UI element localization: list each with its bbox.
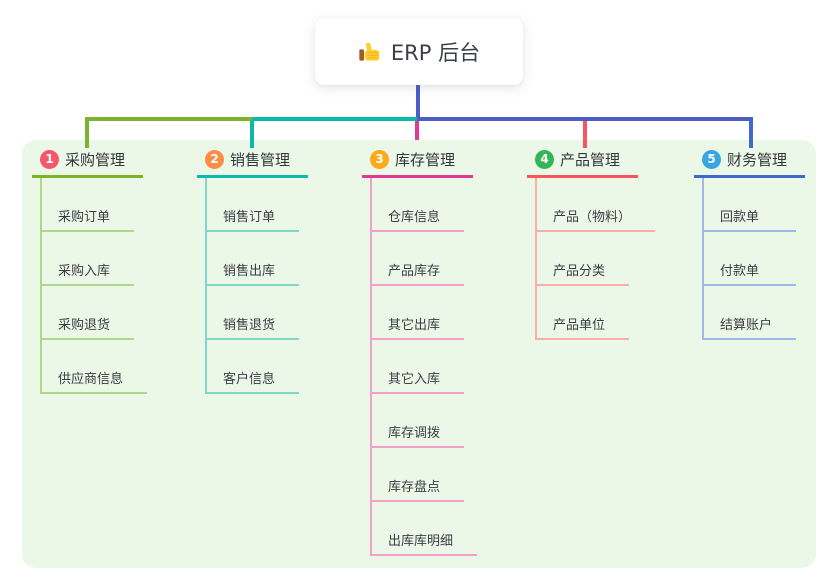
child-node-label: 出库库明细 [388, 533, 454, 549]
child-node-label: 销售订单 [223, 209, 276, 225]
branch-children: 产品（物料） 产品分类产品单位 [535, 177, 656, 340]
branch-5: 5 财务管理回款单付款单结算账户 [694, 148, 806, 340]
child-node-label: 客户信息 [223, 371, 276, 387]
child-node[interactable]: 销售退货 [205, 286, 300, 340]
branch-4: 4 产品管理产品（物料） 产品分类产品单位 [527, 148, 656, 340]
child-node[interactable]: 仓库信息 [370, 178, 465, 232]
branch-title: 库存管理 [395, 150, 456, 169]
root-node[interactable]: ERP 后台 [315, 18, 523, 85]
branch-number-badge: 3 [370, 149, 389, 169]
branch-title: 财务管理 [727, 150, 788, 169]
child-node-label: 采购订单 [58, 209, 111, 225]
branch-children: 采购订单采购入库采购退货供应商信息 [40, 177, 148, 394]
thumbs-up-icon [358, 40, 382, 64]
branch-number-badge: 4 [535, 149, 554, 169]
branch-3: 3 库存管理仓库信息产品库存其它出库其它入库库存调拨库存盘点出库库明细 [362, 148, 478, 556]
children-connector-line [40, 177, 42, 394]
branch-title: 产品管理 [560, 150, 621, 169]
child-node-label: 付款单 [720, 263, 760, 279]
child-node-label: 采购退货 [58, 317, 111, 333]
child-node-label: 回款单 [720, 209, 760, 225]
child-node-label: 库存盘点 [388, 479, 441, 495]
child-node[interactable]: 销售出库 [205, 232, 300, 286]
branch-drop-line-2 [250, 119, 254, 148]
child-node[interactable]: 供应商信息 [40, 340, 148, 394]
child-node-label: 供应商信息 [58, 371, 124, 387]
child-node[interactable]: 结算账户 [702, 286, 797, 340]
child-node-label: 库存调拨 [388, 425, 441, 441]
child-node[interactable]: 采购订单 [40, 178, 135, 232]
child-node-label: 产品分类 [553, 263, 606, 279]
child-node-label: 产品库存 [388, 263, 441, 279]
root-connector-line [416, 85, 420, 119]
child-node[interactable]: 出库库明细 [370, 502, 478, 556]
child-node[interactable]: 其它入库 [370, 340, 465, 394]
branches-panel [22, 140, 816, 568]
branch-title: 采购管理 [65, 150, 126, 169]
branch-children: 仓库信息产品库存其它出库其它入库库存调拨库存盘点出库库明细 [370, 177, 478, 556]
children-connector-line [702, 177, 704, 340]
root-title: ERP 后台 [390, 40, 481, 65]
child-node-label: 产品单位 [553, 317, 606, 333]
branch-node-1[interactable]: 1 采购管理 [32, 149, 144, 178]
branch-drop-line-1 [85, 119, 89, 148]
child-node-label: 结算账户 [720, 317, 773, 333]
child-node[interactable]: 产品库存 [370, 232, 465, 286]
branch-node-5[interactable]: 5 财务管理 [694, 149, 806, 178]
child-node[interactable]: 库存盘点 [370, 448, 465, 502]
child-node[interactable]: 回款单 [702, 178, 796, 232]
child-node[interactable]: 产品（物料） [535, 178, 656, 232]
bus-line-segment-1 [85, 117, 252, 121]
child-node[interactable]: 库存调拨 [370, 394, 465, 448]
child-node[interactable]: 产品分类 [535, 232, 630, 286]
child-node[interactable]: 采购入库 [40, 232, 135, 286]
bus-line-segment-2 [252, 117, 417, 121]
branch-children: 销售订单销售出库销售退货客户信息 [205, 177, 308, 394]
branch-drop-line-5 [749, 119, 753, 148]
branch-children: 回款单付款单结算账户 [702, 177, 805, 340]
branch-number-badge: 1 [40, 149, 59, 169]
branch-drop-line-3 [415, 119, 419, 148]
children-connector-line [370, 177, 372, 556]
branch-2: 2 销售管理销售订单销售出库销售退货客户信息 [197, 148, 309, 394]
branch-node-3[interactable]: 3 库存管理 [362, 149, 474, 178]
child-node[interactable]: 付款单 [702, 232, 796, 286]
child-node-label: 其它入库 [388, 371, 441, 387]
branch-number-badge: 5 [702, 149, 721, 169]
branch-1: 1 采购管理采购订单采购入库采购退货供应商信息 [32, 148, 148, 394]
bus-line-segment-3 [417, 117, 753, 121]
branch-node-4[interactable]: 4 产品管理 [527, 149, 639, 178]
child-node[interactable]: 其它出库 [370, 286, 465, 340]
child-node-label: 销售退货 [223, 317, 276, 333]
child-node[interactable]: 产品单位 [535, 286, 630, 340]
child-node-label: 销售出库 [223, 263, 276, 279]
child-node-label: 其它出库 [388, 317, 441, 333]
child-node-label: 产品（物料） [553, 209, 632, 225]
children-connector-line [205, 177, 207, 394]
branch-title: 销售管理 [230, 150, 291, 169]
children-connector-line [535, 177, 537, 340]
child-node[interactable]: 客户信息 [205, 340, 300, 394]
branch-number-badge: 2 [205, 149, 224, 169]
child-node-label: 仓库信息 [388, 209, 441, 225]
branch-drop-line-4 [583, 119, 587, 148]
child-node[interactable]: 销售订单 [205, 178, 300, 232]
branch-node-2[interactable]: 2 销售管理 [197, 149, 309, 178]
child-node-label: 采购入库 [58, 263, 111, 279]
child-node[interactable]: 采购退货 [40, 286, 135, 340]
